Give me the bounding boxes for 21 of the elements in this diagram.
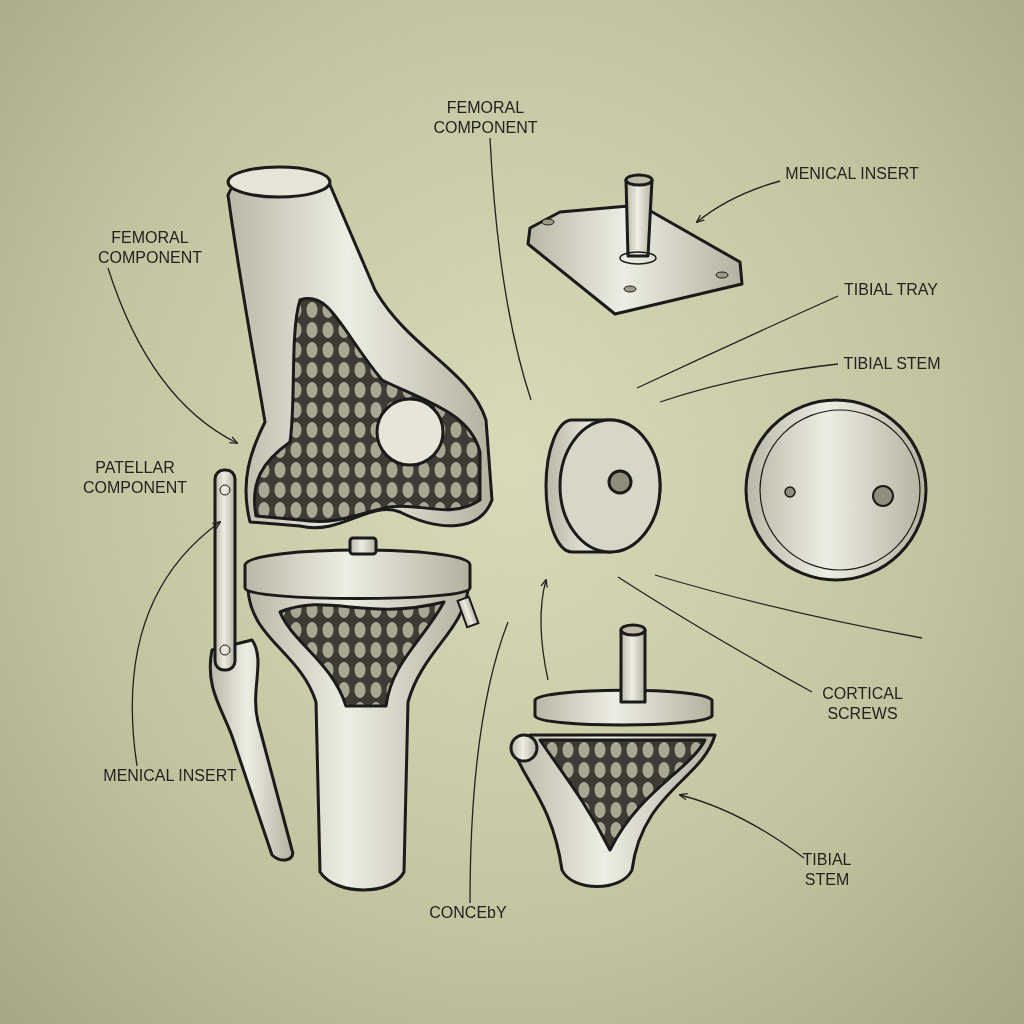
leader-line [695,180,781,224]
part-label: PATELLAR COMPONENT [82,458,188,498]
part-label: CONCEbY [418,903,518,923]
leader-line [654,574,923,639]
leader-line [469,621,509,904]
part-label: CORTICAL SCREWS [810,684,915,724]
leader-line [678,793,805,859]
leader-line [107,267,239,444]
part-label: MENICAL INSERT [776,164,928,184]
leader-line [659,363,839,403]
part-label: FEMORAL COMPONENT [80,228,220,268]
leader-line [489,137,532,401]
leader-line [540,578,549,681]
part-label: TIBIAL STEM [792,850,862,890]
part-label: TIBIAL TRAY [836,280,946,300]
part-label: TIBIAL STEM [836,354,948,374]
part-label: MENICAL INSERT [95,766,245,786]
leader-line [617,576,813,693]
leader-line [636,295,839,389]
part-label: FEMORAL COMPONENT [418,98,553,138]
leader-line [131,520,222,767]
